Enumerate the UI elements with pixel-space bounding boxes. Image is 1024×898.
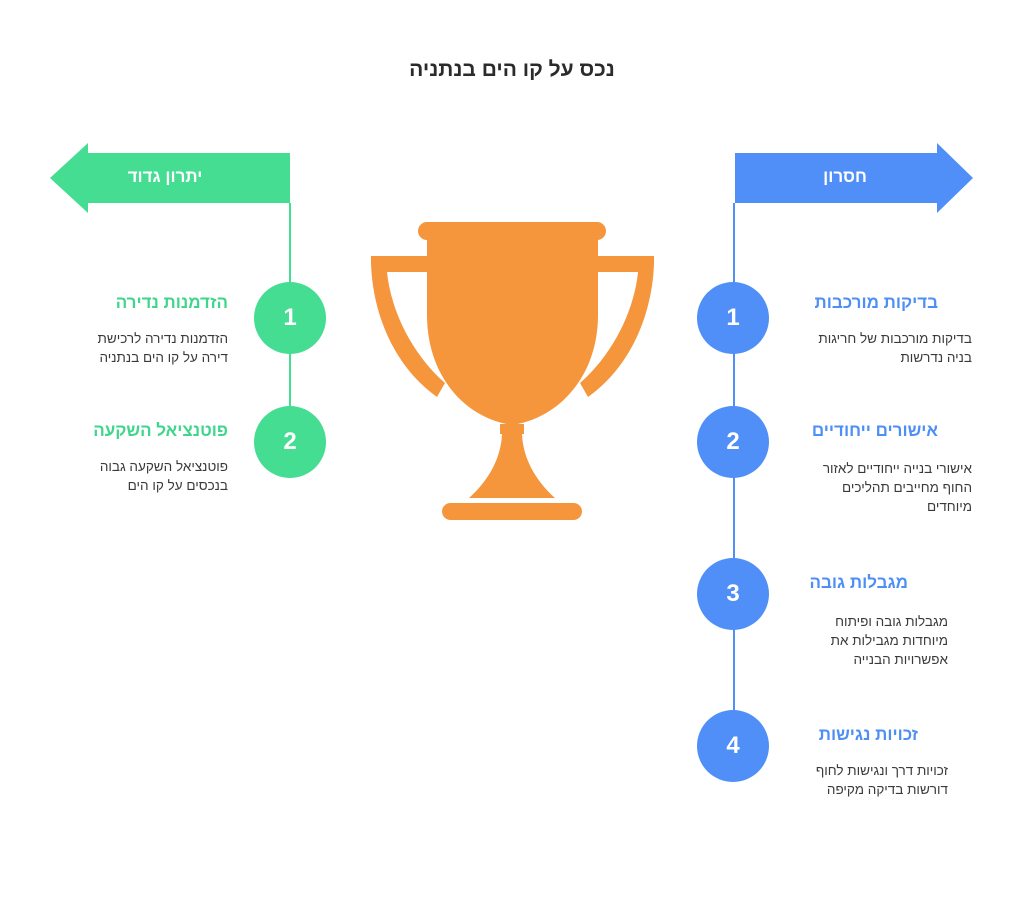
cons-item-3-desc-line-2: מיוחדות מגבילות את <box>830 633 948 648</box>
cons-item-2-desc-line-3: מיוחדים <box>926 499 972 514</box>
pros-banner-arrow <box>50 143 290 213</box>
pros-banner-label: יתרון גדוד <box>127 167 203 186</box>
pros-item-2-desc-line-1: פוטנציאל השקעה גבוה <box>99 459 228 474</box>
cons-step-4-circle: 4 <box>697 710 769 782</box>
cons-step-1-circle: 1 <box>697 282 769 354</box>
cons-item-4-title: זכויות נגישות <box>818 725 918 744</box>
cons-item-1-title: בדיקות מורכבות <box>814 293 938 312</box>
pros-step-2-circle: 2 <box>254 406 326 478</box>
cons-item-3-desc-line-1: מגבלות גובה ופיתוח <box>835 614 948 629</box>
pros-item-1-title: הזדמנות נדירה <box>115 293 228 312</box>
cons-item-4-desc: זכויות דרך ונגישות לחוף דורשות בדיקה מקי… <box>760 761 948 799</box>
cons-banner-label: חסרון <box>823 167 867 186</box>
pros-item-2-title: פוטנציאל השקעה <box>93 421 228 440</box>
page-title: נכס על קו הים בנתניה <box>409 58 615 81</box>
cons-timeline-line <box>733 203 735 763</box>
cons-item-2-desc-line-1: אישורי בנייה ייחודיים לאזור <box>822 461 972 476</box>
cons-step-2-circle: 2 <box>697 406 769 478</box>
pros-step-1-circle: 1 <box>254 282 326 354</box>
cons-item-1-desc-line-2: בניה נדרשות <box>900 350 972 365</box>
cons-step-3-circle: 3 <box>697 558 769 630</box>
cons-banner-arrow <box>735 143 973 213</box>
cons-item-1-desc: בדיקות מורכבות של חריגות בניה נדרשות <box>760 329 972 367</box>
pros-item-2-desc-line-2: בנכסים על קו הים <box>127 478 228 493</box>
cons-item-4-desc-line-1: זכויות דרך ונגישות לחוף <box>815 763 948 778</box>
cons-item-3-desc: מגבלות גובה ופיתוח מיוחדות מגבילות את אפ… <box>760 612 948 669</box>
cons-item-3-title: מגבלות גובה <box>809 573 908 592</box>
cons-item-4-desc-line-2: דורשות בדיקה מקיפה <box>826 782 948 797</box>
cons-item-2-title: אישורים ייחודיים <box>811 421 938 440</box>
cons-item-3-desc-line-3: אפשרויות הבנייה <box>853 652 948 667</box>
pros-item-1-desc-line-1: הזדמנות נדירה לרכישת <box>97 331 228 346</box>
pros-item-1-desc: הזדמנות נדירה לרכישת דירה על קו הים בנתנ… <box>40 329 228 367</box>
cons-item-1-desc-line-1: בדיקות מורכבות של חריגות <box>818 331 972 346</box>
cons-item-2-desc-line-2: החוף מחייבים תהליכים <box>842 480 972 495</box>
cons-item-2-desc: אישורי בנייה ייחודיים לאזור החוף מחייבים… <box>760 459 972 516</box>
pros-item-2-desc: פוטנציאל השקעה גבוה בנכסים על קו הים <box>40 457 228 495</box>
trophy-icon <box>371 222 654 520</box>
pros-item-1-desc-line-2: דירה על קו הים בנתניה <box>99 350 229 365</box>
